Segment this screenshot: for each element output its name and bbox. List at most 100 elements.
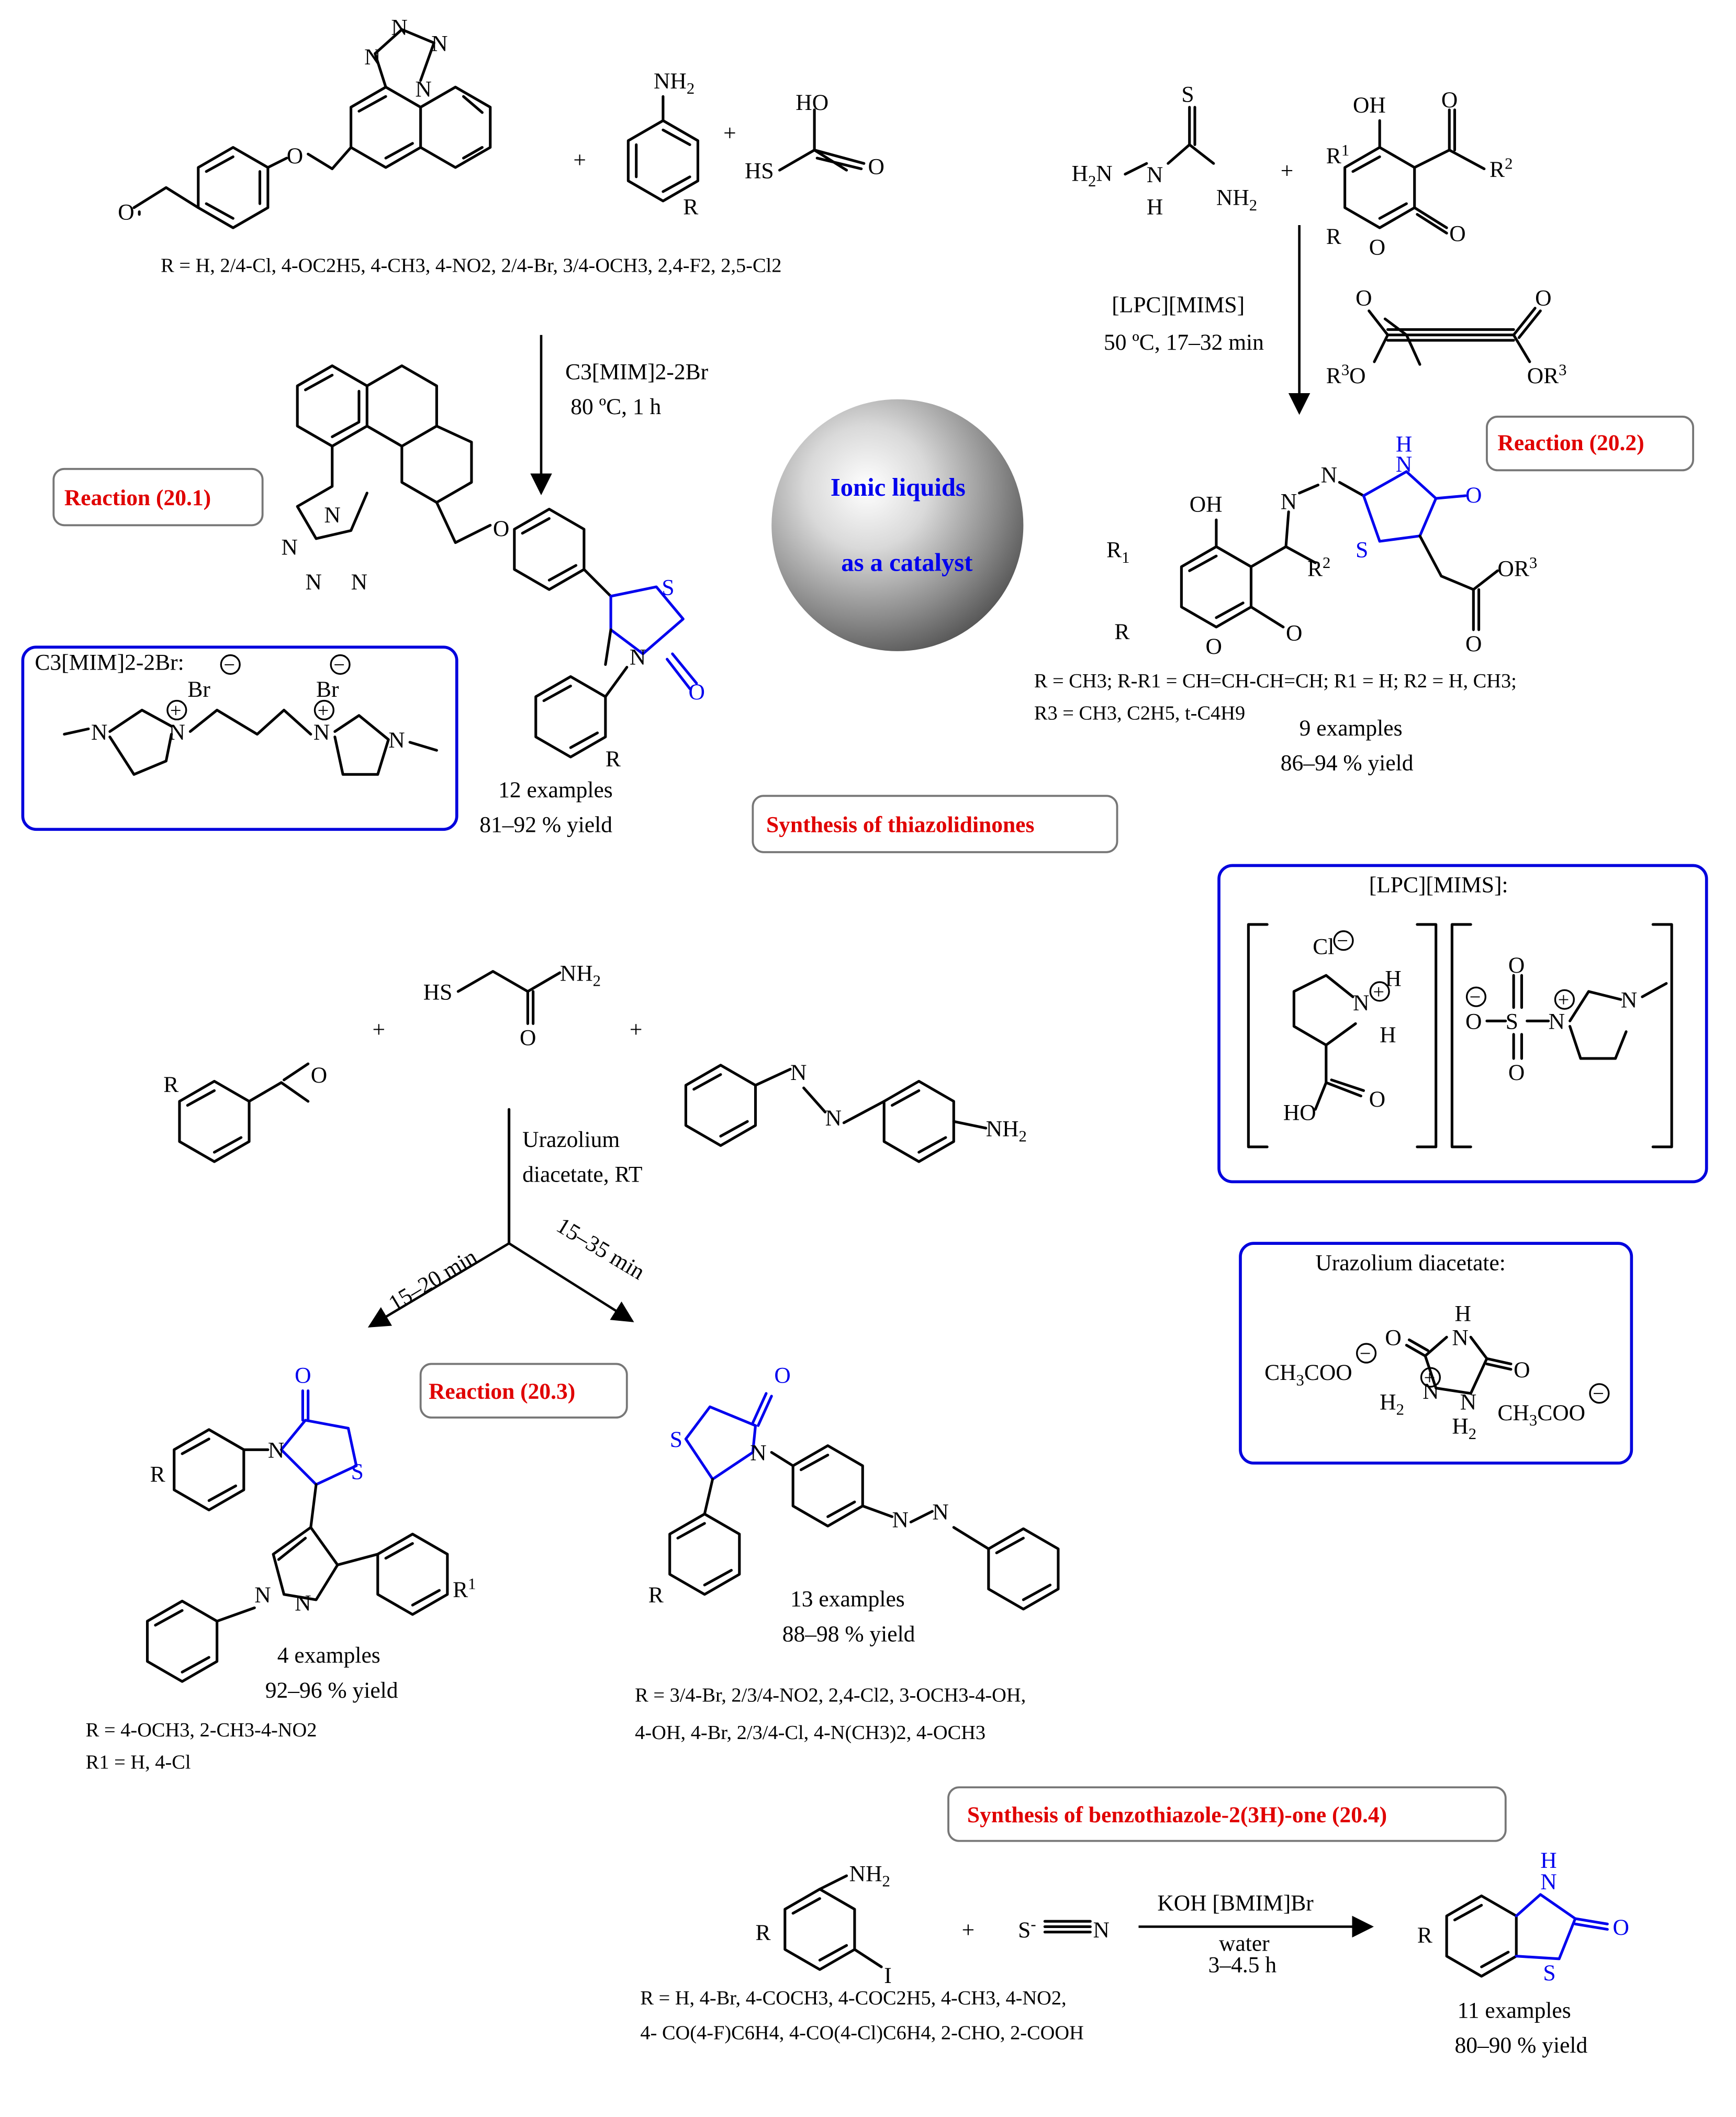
svg-text:O: O <box>287 143 303 169</box>
c3mim-box-title: C3[MIM]2-2Br: <box>35 650 184 675</box>
svg-text:N: N <box>295 1590 311 1615</box>
svg-text:R1: R1 <box>1106 538 1129 566</box>
svg-text:−: − <box>1593 1383 1604 1405</box>
r3-left-product: O S N R N N R1 <box>145 1363 476 1683</box>
center-line-2: as a catalyst <box>841 548 972 576</box>
thiazolidinones-badge <box>752 795 1118 853</box>
r2-pyranone: OH O R1 R O O R2 <box>1326 87 1513 260</box>
svg-text:N: N <box>1549 1009 1565 1034</box>
svg-text:N: N <box>268 1438 284 1463</box>
svg-text:R: R <box>150 1462 165 1487</box>
svg-text:N: N <box>415 76 431 102</box>
svg-text:R: R <box>1326 224 1341 249</box>
svg-text:O: O <box>1508 1060 1525 1085</box>
urazolium-structure: H N O O N + H2 N H2 CH3COO − CH3COO − <box>1264 1301 1610 1443</box>
svg-text:S-: S- <box>1018 1915 1036 1943</box>
svg-text:N: N <box>431 31 447 56</box>
svg-text:N: N <box>1621 988 1637 1013</box>
svg-text:O: O <box>774 1363 790 1388</box>
svg-text:O: O <box>1369 235 1385 260</box>
svg-text:H2: H2 <box>1380 1389 1404 1418</box>
reaction-20-3-label: Reaction (20.3) <box>429 1379 575 1404</box>
r3-mercaptoacetamide: HS NH2 O <box>423 961 601 1050</box>
ionic-liquid-sphere <box>771 399 1024 651</box>
svg-text:N: N <box>1423 1379 1439 1404</box>
svg-text:O: O <box>1535 286 1551 311</box>
svg-text:N: N <box>1281 489 1297 515</box>
svg-text:N: N <box>351 570 367 595</box>
svg-text:O: O <box>1205 634 1222 659</box>
reaction-20-2-label: Reaction (20.2) <box>1497 430 1644 455</box>
r2-thiosemicarbazide: H2N N H S NH2 <box>1072 82 1258 220</box>
svg-text:R1: R1 <box>1326 141 1349 169</box>
svg-text:H: H <box>1380 1022 1396 1048</box>
center-line-1: Ionic liquids <box>831 473 966 502</box>
reaction-20-2-badge <box>1486 416 1695 472</box>
svg-text:NH2: NH2 <box>986 1116 1027 1145</box>
svg-text:O: O <box>1441 87 1458 113</box>
r1-aldehyde-structure: O O N N N N <box>118 15 492 229</box>
svg-text:Br: Br <box>187 677 210 702</box>
r3-time-right: 15–35 min <box>552 1213 649 1285</box>
svg-text:S: S <box>662 575 674 600</box>
svg-text:N: N <box>91 720 107 745</box>
r1-catalyst: C3[MIM]2-2Br <box>565 359 709 384</box>
svg-text:R3O: R3O <box>1326 361 1366 388</box>
r4-thiocyanate: S- N <box>1018 1915 1110 1943</box>
r3-catalyst: Urazolium <box>522 1127 620 1152</box>
urazolium-box-title: Urazolium diacetate: <box>1315 1250 1506 1275</box>
svg-text:+: + <box>170 699 182 721</box>
svg-text:OR3: OR3 <box>1527 361 1567 388</box>
r2-r-definition-1: R = CH3; R-R1 = CH=CH-CH=CH; R1 = H; R2 … <box>1034 670 1517 692</box>
svg-text:N: N <box>254 1583 271 1608</box>
svg-text:+: + <box>1424 1367 1436 1389</box>
svg-text:O: O <box>1465 631 1482 656</box>
c3mim-structure: Br − Br − N N + N + N <box>63 654 438 776</box>
svg-text:N: N <box>364 44 380 70</box>
svg-text:−: − <box>1470 986 1481 1008</box>
r1-conditions: 80 ºC, 1 h <box>570 394 661 419</box>
svg-text:NH2: NH2 <box>1216 185 1257 214</box>
svg-text:S: S <box>670 1427 682 1452</box>
svg-text:Cl: Cl <box>1313 934 1334 959</box>
svg-text:H: H <box>1385 966 1401 991</box>
svg-text:R: R <box>756 1920 771 1945</box>
r4-r-definition-2: 4- CO(4-F)C6H4, 4-CO(4-Cl)C6H4, 2-CHO, 2… <box>640 2022 1083 2044</box>
svg-text:N: N <box>1353 990 1369 1016</box>
r3-conditions: diacetate, RT <box>522 1162 642 1187</box>
svg-text:R: R <box>1417 1923 1432 1948</box>
svg-text:N: N <box>391 15 407 40</box>
svg-text:CH3COO: CH3COO <box>1497 1400 1585 1429</box>
r3-benzaldehyde: R O <box>163 1062 327 1163</box>
svg-text:HO: HO <box>796 90 828 115</box>
plus-sign: + <box>723 121 736 146</box>
svg-text:R: R <box>683 195 698 220</box>
reaction-20-1-badge <box>52 467 264 527</box>
svg-text:N: N <box>388 728 405 753</box>
svg-text:H: H <box>1455 1301 1471 1327</box>
r1-aniline-structure: NH2 R <box>626 69 700 220</box>
svg-text:OH: OH <box>1353 93 1386 118</box>
svg-text:N: N <box>790 1060 807 1085</box>
svg-text:N: N <box>1396 452 1412 477</box>
svg-text:HO: HO <box>1283 1100 1316 1126</box>
svg-text:NH2: NH2 <box>849 1861 890 1890</box>
r1-r-definition: R = H, 2/4-Cl, 4-OC2H5, 4-CH3, 4-NO2, 2/… <box>161 255 781 277</box>
r3-right-r-def-2: 4-OH, 4-Br, 2/3/4-Cl, 4-N(CH3)2, 4-OCH3 <box>635 1722 985 1744</box>
r3-right-r-def-1: R = 3/4-Br, 2/3/4-NO2, 2,4-Cl2, 3-OCH3-4… <box>635 1684 1026 1706</box>
thiazolidinones-label: Synthesis of thiazolidinones <box>766 812 1034 837</box>
c3mim-structure-box <box>21 645 458 831</box>
r4-examples: 11 examples <box>1458 1998 1571 2023</box>
r3-right-product: O S N N N R <box>648 1363 1060 1611</box>
svg-text:−: − <box>1337 930 1348 952</box>
svg-text:−: − <box>333 654 345 676</box>
r2-acetylenedicarboxylate: O O R3O OR3 <box>1326 286 1567 388</box>
r4-time: 3–4.5 h <box>1208 1952 1277 1977</box>
svg-text:N: N <box>313 720 330 745</box>
svg-text:O: O <box>689 679 705 705</box>
svg-text:+: + <box>318 699 329 721</box>
r3-aminoazobenzene: N N NH2 <box>684 1060 1027 1163</box>
svg-text:S: S <box>351 1459 364 1485</box>
r3-left-yield: 92–96 % yield <box>265 1678 398 1703</box>
svg-text:N: N <box>169 720 185 745</box>
